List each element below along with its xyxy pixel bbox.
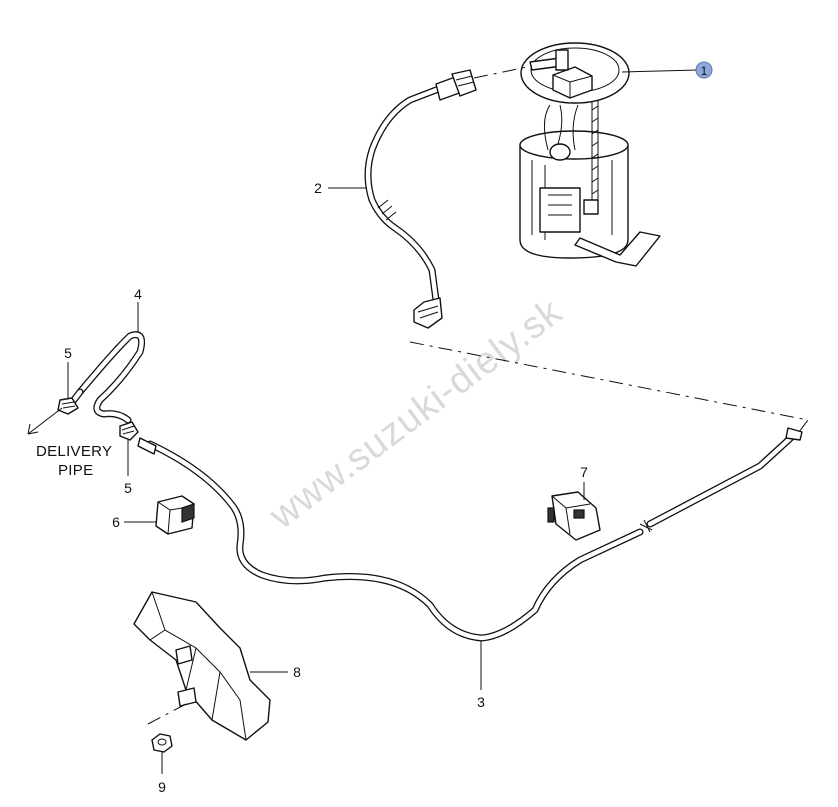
callout-9[interactable]: 9	[158, 779, 166, 795]
callout-5a[interactable]: 5	[64, 345, 72, 361]
callout-1-highlight	[695, 61, 713, 79]
delivery-pipe-label-line2: PIPE	[58, 462, 93, 479]
hose-clamp-left[interactable]	[57, 397, 79, 415]
callout-1-leader	[621, 69, 699, 73]
mounting-nut[interactable]	[151, 733, 173, 753]
callout-7[interactable]: 7	[580, 464, 588, 480]
pipe-clamp-6[interactable]	[155, 495, 195, 535]
connection-line-nut	[147, 703, 187, 725]
callout-2[interactable]: 2	[314, 180, 322, 196]
delivery-pipe-arrow	[27, 407, 63, 435]
fuel-feed-hose[interactable]	[364, 69, 477, 329]
watermark-text: www.suzuki-diely.sk	[261, 291, 570, 538]
callout-5b[interactable]: 5	[124, 480, 132, 496]
callout-3[interactable]: 3	[477, 694, 485, 710]
delivery-hose[interactable]	[66, 331, 146, 424]
pipe-clamp-7[interactable]	[547, 491, 601, 541]
hose-clamp-right[interactable]	[119, 421, 139, 441]
callout-4[interactable]: 4	[134, 286, 142, 302]
fuel-pipe-protector[interactable]	[133, 591, 271, 741]
callout-1[interactable]: 1	[701, 64, 708, 78]
callout-8[interactable]: 8	[293, 664, 301, 680]
callout-6[interactable]: 6	[112, 514, 120, 530]
connection-line-hose-pipe	[409, 341, 809, 437]
fuel-pump-assembly[interactable]	[519, 42, 661, 267]
connection-line-pump-hose	[473, 65, 533, 79]
delivery-pipe-label-line1: DELIVERY	[36, 443, 112, 460]
fuel-feed-pipe[interactable]	[137, 427, 803, 642]
